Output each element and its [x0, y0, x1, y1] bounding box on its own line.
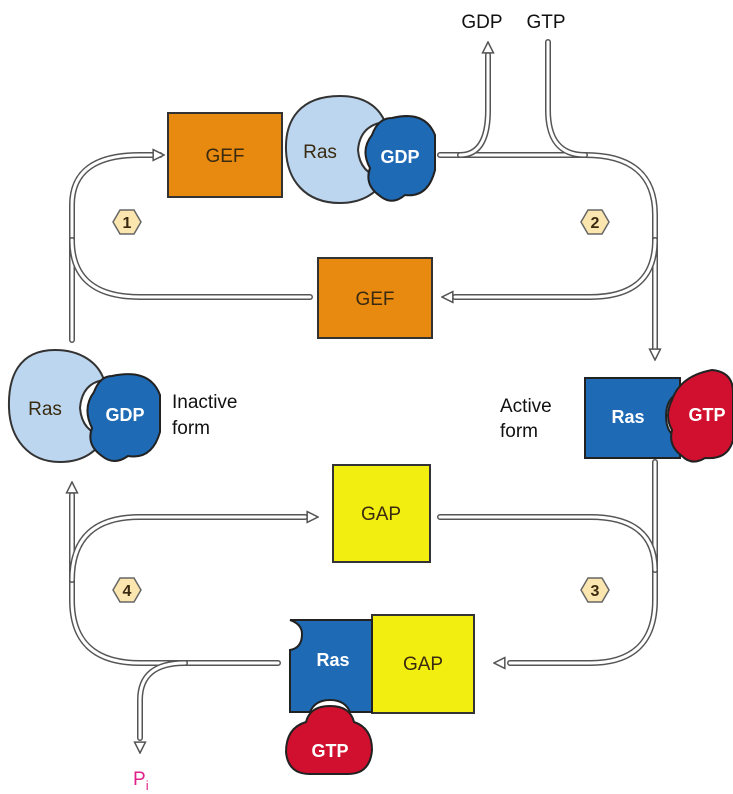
ras-label-inactive: Ras [28, 399, 62, 420]
step-number-3: 3 [591, 583, 600, 600]
gtp-label-bottom: GTP [311, 741, 348, 761]
gtp-shape-bottom [284, 704, 374, 775]
ras-label-top: Ras [303, 142, 337, 163]
step-badge-4: 4 [112, 577, 142, 603]
cycle-arrows [69, 39, 658, 753]
gef-label-free: GEF [355, 289, 394, 310]
arrow-gap-release [69, 517, 318, 583]
gap-box-bottom [371, 614, 475, 714]
gef-box-free [317, 257, 433, 339]
arrow-right-down-to-active [437, 152, 655, 360]
gdp-shape-top [364, 115, 436, 202]
ras-gtp-gap-complex: GAP Ras GTP [284, 614, 475, 775]
gap-label-bottom: GAP [403, 654, 443, 675]
gtp-label-active: GTP [688, 405, 725, 425]
arrow-gdp-out [457, 42, 488, 158]
gtp-shape-active [667, 368, 733, 463]
step-number-2: 2 [591, 215, 600, 232]
ras-shape-bottom [289, 619, 373, 713]
released-gdp-label: GDP [461, 12, 502, 33]
ras-label-bottom: Ras [316, 650, 349, 670]
arrow-left-up-to-inactive [72, 482, 281, 666]
arrow-gef-return [442, 237, 658, 297]
gef-ras-gdp-complex: GEF Ras GDP [167, 94, 436, 205]
arrow-pi-release [140, 660, 188, 753]
arrow-gtp-in [545, 39, 588, 158]
step-badge-2: 2 [580, 209, 610, 235]
incoming-gtp-label: GTP [526, 12, 565, 33]
arrow-left-up-to-gef [69, 155, 164, 343]
pi-label: Pi [133, 769, 149, 793]
inactive-form-label-2: form [172, 418, 210, 439]
arrow-gef-release-left [69, 237, 313, 300]
gap-box-free [332, 464, 431, 563]
step-badge-3: 3 [580, 577, 610, 603]
gdp-label-inactive: GDP [105, 405, 144, 425]
arrow-gap-enter-right [437, 514, 658, 573]
step-number-4: 4 [123, 583, 132, 600]
arrow-right-down-to-complex [494, 459, 658, 663]
gdp-label-top: GDP [380, 147, 419, 167]
active-form-label-1: Active [500, 396, 552, 417]
gef-box-top [167, 112, 283, 198]
inactive-form-label-1: Inactive [172, 392, 237, 413]
ras-label-active: Ras [611, 407, 644, 427]
gdp-shape-inactive [86, 373, 161, 462]
active-form-label-2: form [500, 421, 538, 442]
step-badge-1: 1 [112, 209, 142, 235]
active-ras-gtp: Ras GTP [584, 368, 733, 463]
gef-label-top: GEF [205, 146, 244, 167]
step-number-1: 1 [123, 215, 132, 232]
gap-label-free: GAP [361, 504, 401, 525]
inactive-ras-gdp: Ras GDP [7, 348, 161, 464]
